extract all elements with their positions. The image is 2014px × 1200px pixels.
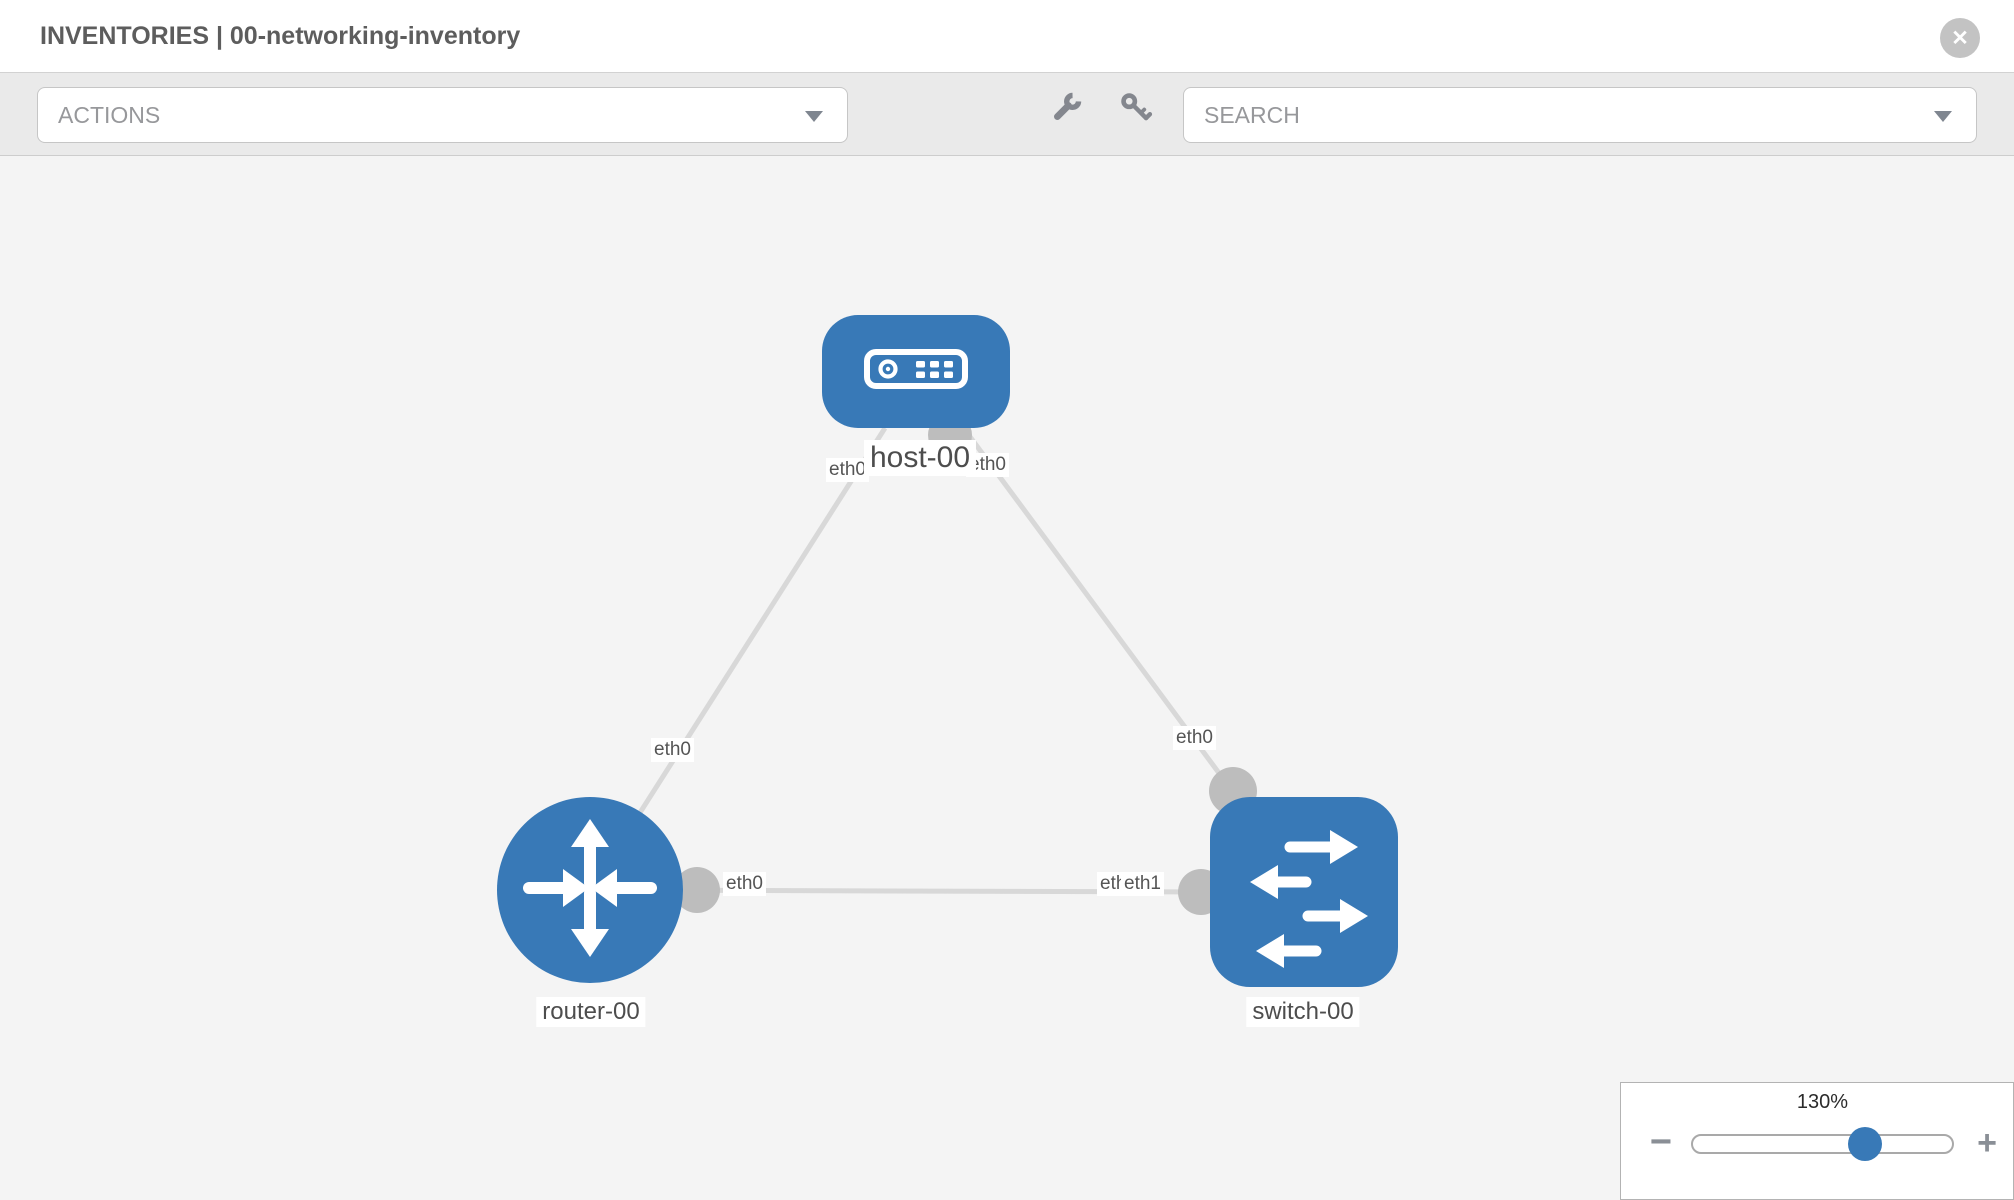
header: INVENTORIES | 00-networking-inventory ✕ (0, 0, 2014, 72)
links-layer (589, 413, 1257, 915)
actions-dropdown[interactable]: ACTIONS (37, 87, 848, 143)
router-icon (497, 795, 683, 986)
node-label-router-00: router-00 (536, 997, 646, 1027)
host-icon (864, 349, 968, 394)
port-label-switch-eth1: eth1 (1121, 872, 1164, 896)
chevron-down-icon (1934, 111, 1952, 122)
port-label-host-eth0-left: eth0 (826, 458, 869, 482)
key-icon (1117, 89, 1153, 128)
search-dropdown[interactable]: SEARCH (1183, 87, 1977, 143)
zoom-panel: 130% − + (1620, 1082, 2014, 1200)
topology-canvas[interactable]: host-00 router-00 switch-00 eth0 eth0 et… (0, 156, 2014, 1200)
wrench-button[interactable] (1045, 86, 1089, 130)
node-host-00[interactable] (822, 315, 1010, 428)
port-label-switch-eth0-top: eth0 (1173, 726, 1216, 750)
search-dropdown-label: SEARCH (1204, 102, 1300, 128)
wrench-icon (1049, 89, 1085, 128)
node-router-00[interactable] (497, 797, 683, 983)
port-label-link-eth0: eth0 (651, 738, 694, 762)
close-button[interactable]: ✕ (1940, 18, 1980, 58)
key-button[interactable] (1113, 86, 1157, 130)
close-icon: ✕ (1951, 26, 1969, 50)
actions-dropdown-label: ACTIONS (58, 102, 161, 128)
interface-dot (674, 867, 720, 913)
switch-icon (1210, 795, 1398, 990)
zoom-in-button[interactable]: + (1977, 1124, 1997, 1162)
node-switch-00[interactable] (1210, 797, 1398, 987)
zoom-slider-thumb[interactable] (1848, 1127, 1882, 1161)
zoom-slider[interactable] (1691, 1127, 1954, 1161)
zoom-level: 130% (1796, 1091, 1849, 1113)
port-label-router-eth0: eth0 (723, 872, 766, 896)
page-title: INVENTORIES | 00-networking-inventory (40, 22, 521, 50)
node-label-switch-00: switch-00 (1246, 997, 1360, 1027)
node-label-host-00: host-00 (863, 440, 977, 476)
chevron-down-icon (805, 111, 823, 122)
zoom-out-button[interactable]: − (1649, 1121, 1673, 1163)
toolbar: ACTIONS (0, 72, 2014, 156)
